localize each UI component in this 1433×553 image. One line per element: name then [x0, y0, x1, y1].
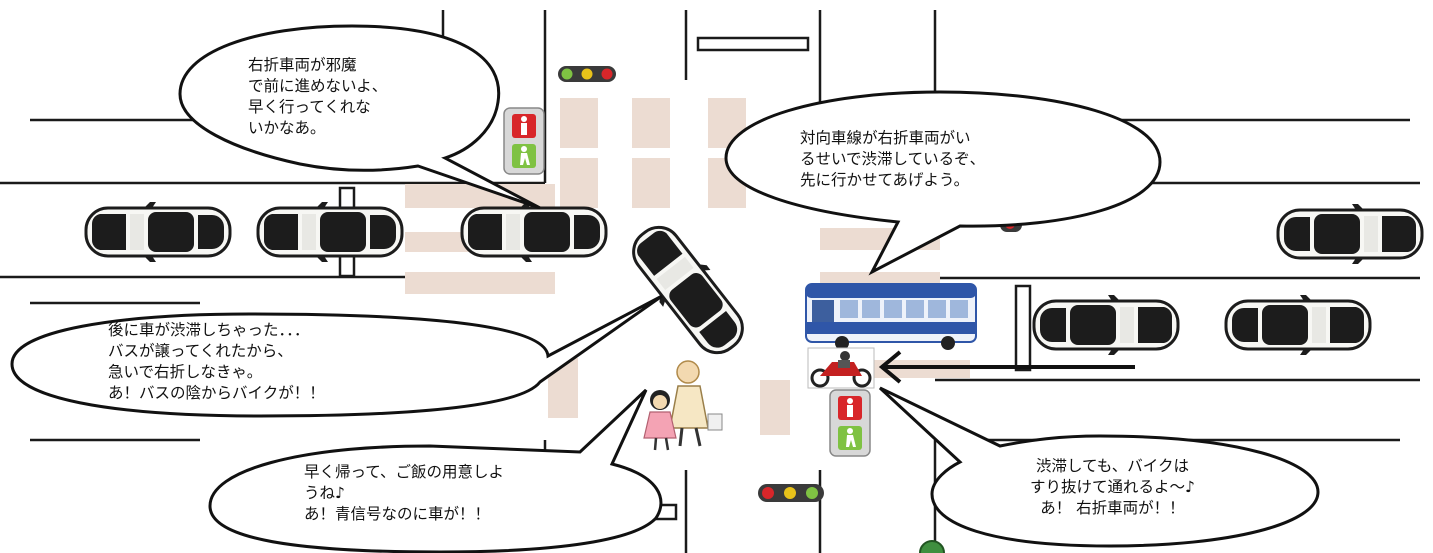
car-icon [1032, 293, 1180, 357]
pedestrian-signal-icon [503, 107, 545, 175]
turning-car-icon [618, 213, 758, 367]
pedestrian-signal-icon [829, 389, 871, 457]
bubble-text-bus-driver: 対向車線が右折車両がい るせいで渋滞しているぞ、 先に行かせてあげよう。 [800, 129, 986, 189]
motorbike-icon [807, 347, 875, 389]
green-marker-icon [919, 540, 945, 553]
bubble-text-motorcyclist: 渋滞しても、バイクは すり抜けて通れるよ～♪ あ！ 右折車両が！！ [1030, 457, 1195, 517]
traffic-light-north [558, 66, 616, 82]
speech-bubble-left-car-driver [178, 24, 541, 210]
bus-icon [805, 283, 977, 350]
traffic-light-south [758, 484, 824, 502]
bubble-text-left-car-driver: 右折車両が邪魔 で前に進めないよ、 早く行ってくれな いかなあ。 [248, 56, 388, 137]
speech-bubble-turning-car-driver [10, 294, 663, 418]
car-icon [460, 200, 608, 264]
pedestrian-icon [643, 360, 723, 451]
car-icon [256, 200, 404, 264]
speech-bubble-pedestrian-mother [208, 388, 663, 553]
car-icon [84, 200, 232, 264]
arrow-icon [878, 350, 1135, 384]
car-icon [1276, 202, 1424, 266]
car-icon [1224, 293, 1372, 357]
speech-bubble-motorcyclist [878, 386, 1320, 548]
speech-bubble-bus-driver [724, 90, 1162, 276]
crosswalk-north [560, 98, 746, 208]
bubble-text-pedestrian-mother: 早く帰って、ご飯の用意しよ うね♪ あ！青信号なのに車が！！ [304, 463, 504, 523]
bubble-text-turning-car-driver: 後に車が渋滞しちゃった．．． バスが譲ってくれたから、 急いで右折しなきゃ。 あ… [108, 321, 325, 402]
